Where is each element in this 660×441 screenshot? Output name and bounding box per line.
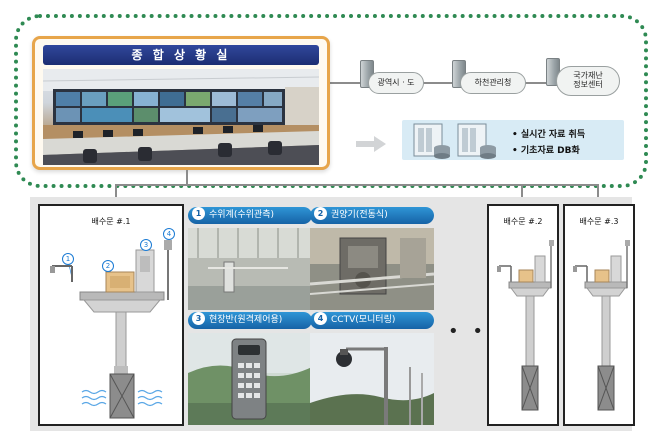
floodgate-illustration [573, 240, 630, 411]
sensor-header: 1 수위계(수위관측) [188, 207, 312, 224]
station-tag-2: 2 [102, 260, 114, 272]
water-level-gauge-photo [188, 228, 312, 310]
data-feature-database: • 기초자료 DB화 [512, 146, 580, 156]
station-tag-4: 4 [163, 228, 175, 240]
sensor-number: 4 [314, 312, 327, 325]
station-tag-3: 3 [140, 239, 152, 251]
network-boundary [14, 14, 648, 188]
control-panel-photo [188, 333, 312, 425]
cctv-photo [310, 333, 434, 425]
station-label: 배수문 #.3 [579, 217, 619, 226]
control-room-title: 종 합 상 황 실 [43, 45, 319, 65]
sensor-number: 3 [192, 312, 205, 325]
sensor-label: CCTV(모니터링) [331, 315, 396, 325]
station-label: 배수문 #.2 [503, 217, 543, 226]
station-connector [186, 170, 188, 184]
control-room-illustration [43, 69, 319, 165]
station-bus-line [115, 184, 598, 186]
station-panel-2: 배수문 #.2 [487, 204, 559, 426]
floodgate-illustration [497, 240, 554, 411]
agency-label: 국가재난 정보센터 [573, 71, 603, 89]
control-room-photo [43, 69, 319, 165]
sensor-number: 1 [192, 207, 205, 220]
station-panel-3: 배수문 #.3 [563, 204, 635, 426]
agency-metro-province: 광역시 · 도 [368, 72, 424, 94]
sensor-header: 4 CCTV(모니터링) [310, 312, 434, 329]
sensor-label: 수위계(수위관측) [209, 210, 274, 220]
sensor-label: 현장반(원격제어용) [209, 315, 283, 325]
station-label: 배수문 #.1 [91, 217, 131, 226]
sensor-header: 2 권양기(전동식) [310, 207, 434, 224]
sensor-label: 권양기(전동식) [331, 210, 388, 220]
data-feature-realtime: • 실시간 자료 취득 [512, 130, 586, 140]
hoist-photo [310, 228, 434, 310]
sensor-card-cctv: 4 CCTV(모니터링) [310, 312, 434, 425]
agency-connector [330, 82, 566, 84]
floodgate-illustration [50, 240, 172, 419]
sensor-card-water-level: 1 수위계(수위관측) [188, 207, 312, 310]
agency-label: 광역시 · 도 [377, 77, 415, 87]
sensor-card-control-panel: 3 현장반(원격제어용) [188, 312, 312, 425]
station-drop-3 [597, 184, 599, 205]
sensor-number: 2 [314, 207, 327, 220]
arrow-right-icon [356, 136, 386, 152]
station-drop-2 [521, 184, 523, 205]
database-server-icon [413, 123, 496, 159]
agency-disaster-info-center: 국가재난 정보센터 [556, 66, 620, 96]
agency-label: 하천관리청 [474, 77, 512, 87]
sensor-header: 3 현장반(원격제어용) [188, 312, 312, 329]
station-tag-1: 1 [62, 253, 74, 265]
data-acquisition-box: • 실시간 자료 취득 • 기초자료 DB화 [402, 120, 624, 160]
station-panel-1: 배수문 #.1 1 [38, 204, 184, 426]
control-room-panel: 종 합 상 황 실 [32, 36, 330, 170]
station-drop-1 [115, 184, 117, 205]
sensor-card-hoist: 2 권양기(전동식) [310, 207, 434, 310]
agency-river-management: 하천관리청 [460, 72, 526, 94]
